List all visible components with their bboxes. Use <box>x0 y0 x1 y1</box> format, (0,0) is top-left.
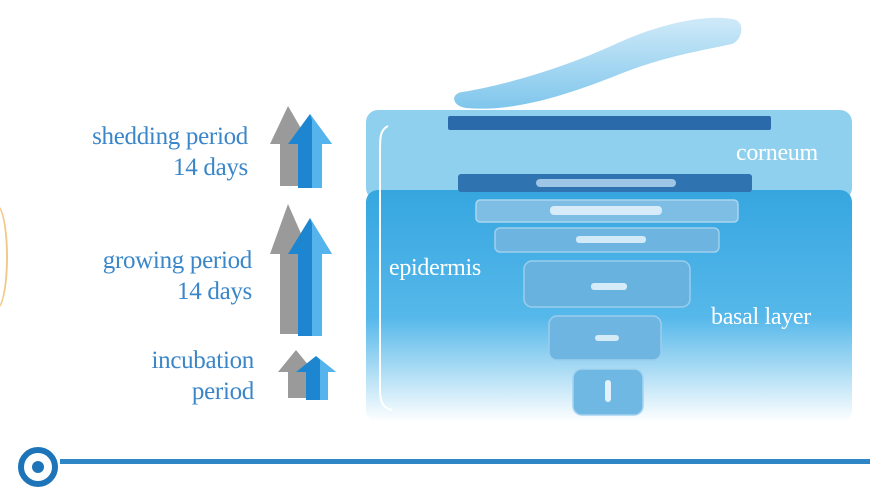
bottom-divider <box>60 459 870 464</box>
growing-period-duration: 14 days <box>177 278 252 305</box>
epidermis-cell-2-core <box>576 236 646 243</box>
epidermis-cell-3-core <box>591 283 627 290</box>
shedding-flake <box>454 17 742 109</box>
incubation-period-title: incubation <box>151 347 254 374</box>
corneum-cell-top <box>448 116 771 130</box>
basal-cell-core <box>605 380 611 402</box>
shedding-period-label: shedding period 14 days <box>20 121 248 183</box>
growing-arrow-icon <box>270 204 332 336</box>
epidermis-cell-1-core <box>550 206 662 215</box>
epidermis-label: epidermis <box>389 255 481 281</box>
incubation-period-subtitle: period <box>191 378 254 405</box>
incubation-arrow-icon <box>278 350 336 400</box>
growing-period-label: growing period 14 days <box>20 245 253 307</box>
bottom-marker-icon <box>18 447 58 487</box>
shedding-arrow-icon <box>270 106 332 188</box>
shedding-period-title: shedding period <box>92 123 248 150</box>
corneum-cell-lower-core <box>536 179 676 187</box>
epidermis-cell-4-core <box>595 335 619 341</box>
skin-diagram <box>366 17 852 422</box>
epidermis-bracket <box>379 125 393 411</box>
basal-layer-label: basal layer <box>711 304 811 330</box>
corneum-label: corneum <box>736 140 818 166</box>
growing-period-title: growing period <box>102 247 253 274</box>
incubation-period-label: incubation period <box>20 345 254 407</box>
shedding-period-duration: 14 days <box>173 154 248 181</box>
